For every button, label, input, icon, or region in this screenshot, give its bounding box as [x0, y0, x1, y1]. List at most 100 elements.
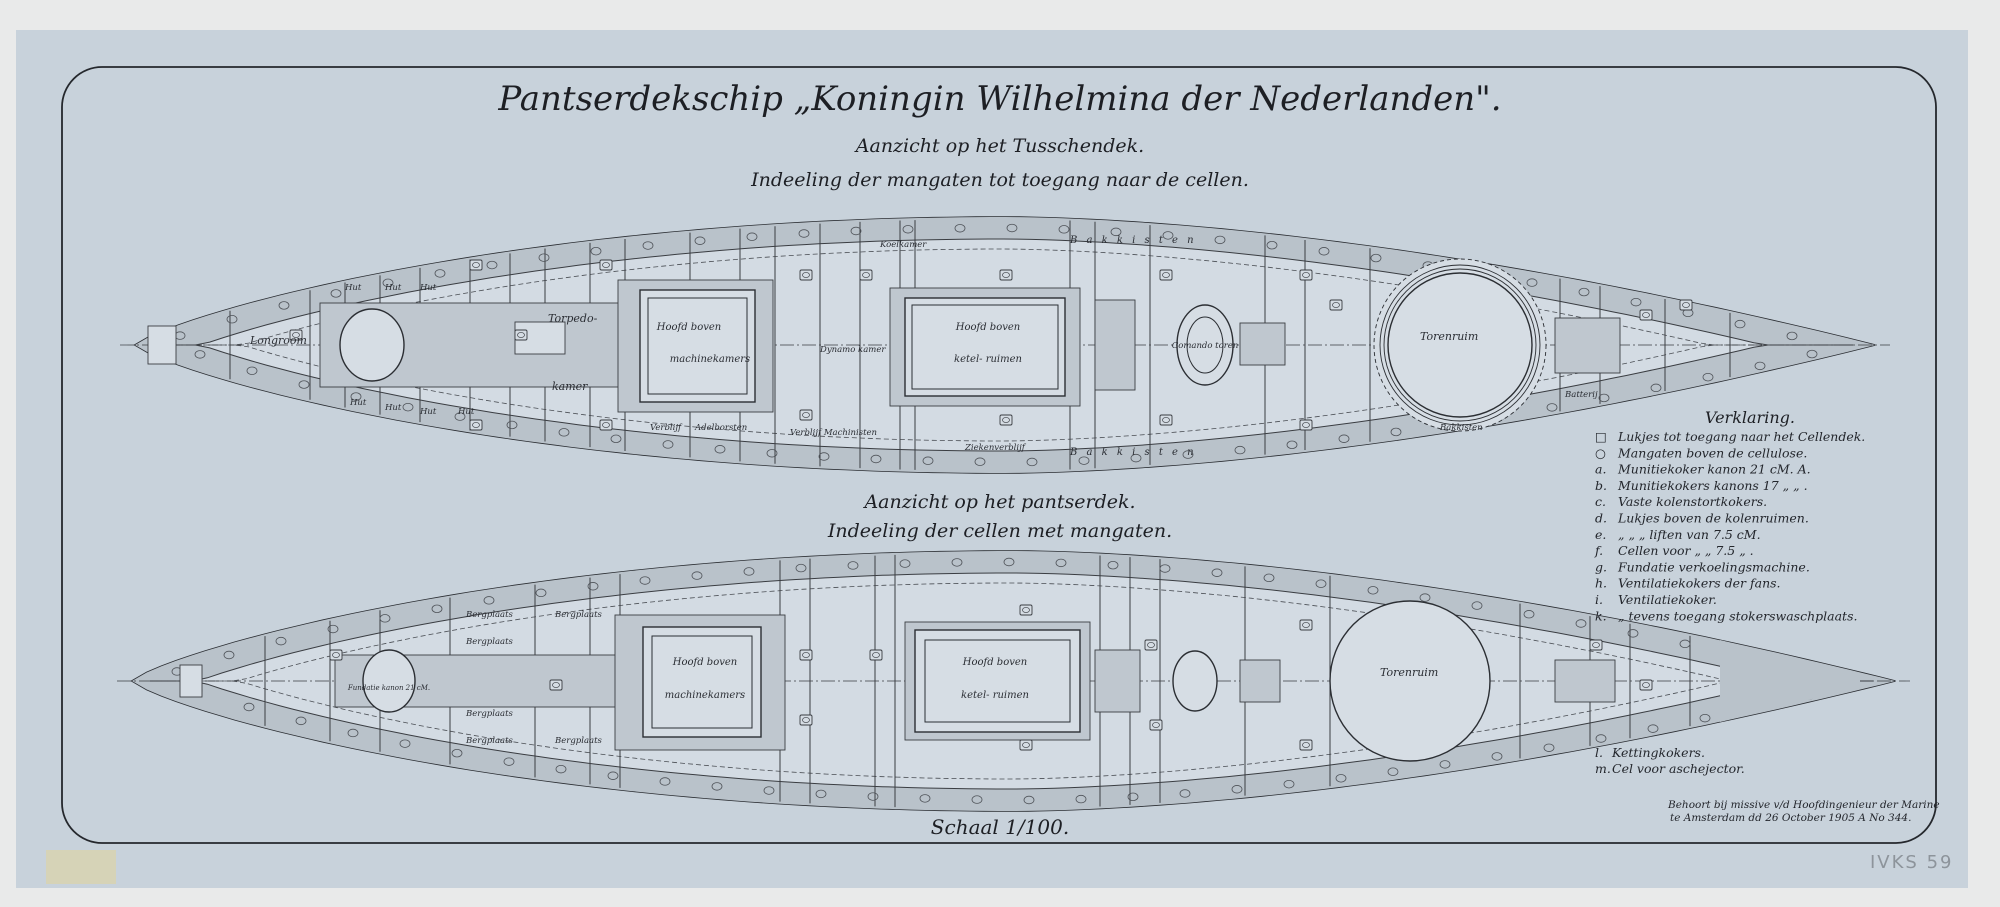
manhole-icon [535, 588, 547, 598]
manhole-icon [503, 757, 515, 766]
engine-room-inner [651, 635, 753, 729]
manhole-icon [714, 445, 726, 454]
manhole-icon [431, 604, 443, 614]
hatch-icon [1299, 419, 1313, 431]
hatch-inner [802, 411, 810, 418]
manhole-icon [243, 702, 255, 712]
hatch-icon [1019, 604, 1033, 616]
legend-key: a. [1595, 462, 1606, 477]
manhole-icon [1523, 610, 1535, 619]
manhole-icon [974, 457, 986, 466]
manhole-icon [1578, 287, 1590, 297]
manhole-icon [1630, 297, 1642, 307]
manhole-icon [1231, 785, 1243, 794]
manhole-icon [1075, 794, 1087, 804]
label-torpedo: Torpedo- [548, 312, 598, 325]
hatch-icon [469, 419, 483, 431]
manhole-icon [558, 428, 570, 437]
turret-ring [1373, 258, 1547, 432]
label-hut: Hut [344, 283, 362, 293]
label-dynamo: Dynamo kamer [819, 345, 886, 355]
manhole-icon [1491, 752, 1503, 761]
manhole-icon [275, 636, 287, 646]
manhole-icon [454, 412, 466, 421]
hatch-inner [1302, 421, 1310, 428]
legend-text: Mangaten boven de cellulose. [1617, 445, 1807, 460]
boiler-room-hatch [904, 297, 1066, 397]
hatch-icon [799, 649, 813, 661]
hatch-icon [1144, 639, 1158, 651]
legend-text: Vaste kolenstortkokers. [1618, 494, 1767, 509]
engine-room-hatch [642, 626, 762, 738]
manhole-icon [327, 624, 339, 634]
manhole-icon [639, 576, 651, 585]
hatch-inner [1302, 622, 1310, 629]
lower-view-subheading: Indeeling der cellen met mangaten. [827, 520, 1172, 542]
label-boiler-2: ketel- ruimen [961, 690, 1029, 701]
legend-key: i. [1595, 592, 1603, 607]
hatch-inner [472, 421, 480, 428]
hatch-icon [599, 419, 613, 431]
hatch-inner [602, 421, 610, 428]
label-bergplaats: Bergplaats [554, 610, 602, 620]
label-verblijf: Verblijf [650, 423, 683, 433]
manhole-icon [1471, 601, 1483, 610]
manhole-icon [1679, 639, 1691, 649]
manhole-icon [1058, 225, 1070, 234]
manhole-icon [1526, 278, 1538, 287]
upper-deck-plan [120, 216, 1890, 474]
hatch-inner [1642, 311, 1650, 318]
hatch-inner [1162, 416, 1170, 423]
legend-key: b. [1595, 478, 1607, 493]
label-hut: Hut [419, 283, 437, 293]
room-shaded [1094, 299, 1136, 391]
hatch-icon [147, 325, 177, 365]
hatch-icon [999, 269, 1013, 281]
hatch-icon [859, 269, 873, 281]
manhole-icon [642, 241, 654, 250]
manhole-icon [1370, 253, 1382, 263]
hatch-icon [1159, 414, 1173, 426]
manhole-icon [1439, 760, 1451, 769]
manhole-icon [1806, 349, 1818, 359]
hatch-icon [289, 329, 303, 341]
hatch-icon [1329, 299, 1343, 311]
hatch-icon [549, 679, 563, 691]
label-bakkisten-bottom: B a k k i s t e n [1069, 447, 1197, 458]
manhole-icon [434, 269, 446, 278]
legend-key: □ [1595, 429, 1607, 444]
label-machine-2: machinekamers [670, 354, 750, 365]
manhole-icon [194, 350, 206, 359]
manhole-icon [1546, 403, 1558, 412]
hatch-icon [1299, 619, 1313, 631]
manhole-icon [1387, 767, 1399, 776]
hatch-icon [514, 329, 528, 341]
label-bakkisten-top: B a k k i s t e n [1069, 235, 1197, 246]
legend-text: Ventilatiekoker. [1618, 592, 1717, 607]
manhole-icon [1006, 223, 1018, 233]
legend-text: Kettingkokers. [1611, 745, 1705, 760]
manhole-icon [951, 558, 963, 567]
room-shaded [1239, 659, 1281, 703]
manhole-icon [1214, 235, 1226, 245]
manhole-icon [662, 440, 674, 449]
manhole-icon [1078, 456, 1090, 465]
manhole-icon [298, 380, 310, 389]
hatch-inner [1592, 642, 1600, 649]
manhole-icon [1786, 331, 1798, 341]
manhole-icon [818, 452, 830, 461]
hatch-icon [1299, 269, 1313, 281]
manhole-icon [798, 229, 810, 238]
label-boiler-1: Hoofd boven [962, 657, 1027, 668]
manhole-icon [847, 561, 859, 570]
hatch-icon [799, 714, 813, 726]
manhole-icon [691, 571, 703, 580]
room-shaded [1239, 322, 1286, 366]
legend-text: Munitiekoker kanon 21 cM. A. [1617, 462, 1811, 477]
legend-text: „ „ „ liften van 7.5 cM. [1618, 527, 1761, 542]
hatch-icon [1639, 679, 1653, 691]
lower-view-heading: Aanzicht op het pantserdek. [862, 491, 1135, 513]
turret-ring [1379, 264, 1541, 426]
manhole-icon [1419, 593, 1431, 602]
manhole-icon [399, 739, 411, 748]
